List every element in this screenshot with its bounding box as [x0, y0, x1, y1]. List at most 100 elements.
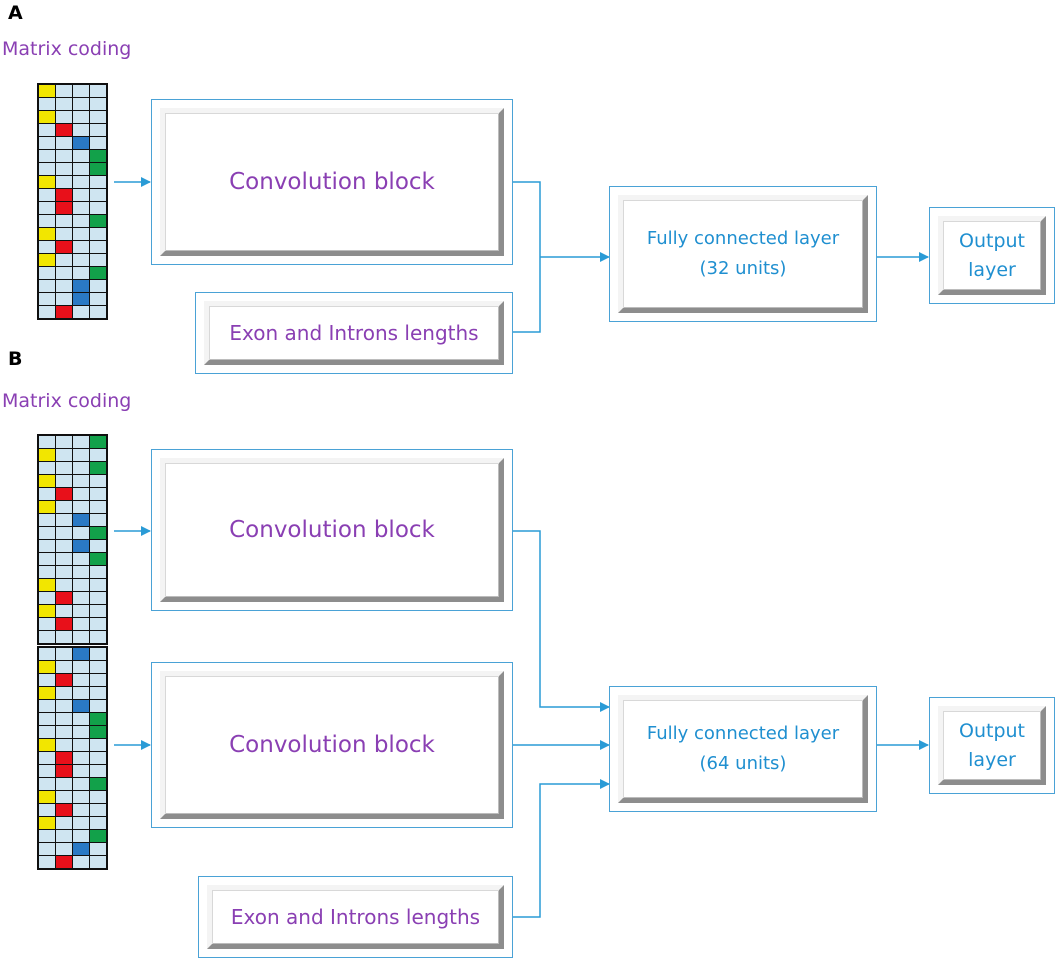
matrix-cell [73, 124, 89, 136]
matrix-cell [39, 488, 55, 500]
matrix-cell [90, 618, 106, 630]
matrix-cell [56, 150, 72, 162]
output-layer-b-text: Output layer [938, 706, 1046, 785]
matrix-cell [39, 674, 55, 686]
matrix-cell [73, 778, 89, 790]
matrix-cell [73, 293, 89, 305]
matrix-cell [90, 739, 106, 751]
matrix-cell [56, 488, 72, 500]
matrix-cell [39, 592, 55, 604]
matrix-cell [56, 791, 72, 803]
convolution-block-a-label: Convolution block [160, 108, 504, 256]
matrix-cell [39, 765, 55, 777]
matrix-cell [90, 475, 106, 487]
matrix-cell [39, 843, 55, 855]
matrix-cell [56, 306, 72, 318]
matrix-cell [73, 163, 89, 175]
matrix-cell [90, 843, 106, 855]
matrix-cell [39, 687, 55, 699]
matrix-cell [90, 163, 106, 175]
matrix-cell [90, 778, 106, 790]
matrix-cell [39, 700, 55, 712]
matrix-cell [39, 778, 55, 790]
matrix-cell [39, 215, 55, 227]
matrix-cell [56, 514, 72, 526]
matrix-cell [90, 700, 106, 712]
matrix-cell [56, 254, 72, 266]
matrix-cell [90, 137, 106, 149]
matrix-cell [73, 648, 89, 660]
matrix-cell [90, 540, 106, 552]
matrix-cell [73, 843, 89, 855]
matrix-cell [73, 98, 89, 110]
matrix-cell [90, 726, 106, 738]
matrix-cell [56, 856, 72, 868]
matrix-cell [56, 631, 72, 643]
matrix-cell [90, 449, 106, 461]
matrix-cell [73, 765, 89, 777]
matrix-cell [39, 527, 55, 539]
matrix-cell [90, 687, 106, 699]
matrix-cell [73, 514, 89, 526]
matrix-cell [73, 449, 89, 461]
matrix-cell [90, 605, 106, 617]
matrix-cell [39, 631, 55, 643]
matrix-cell [90, 501, 106, 513]
matrix-cell [90, 267, 106, 279]
matrix-cell [73, 726, 89, 738]
matrix-cell [73, 462, 89, 474]
exon-introns-lengths-b: Exon and Introns lengths [198, 876, 513, 958]
matrix-cell [39, 241, 55, 253]
fc-b-units: (64 units) [699, 753, 787, 774]
output-a-line1: Output [959, 229, 1025, 252]
matrix-cell [39, 150, 55, 162]
matrix-cell [39, 280, 55, 292]
matrix-cell [39, 752, 55, 764]
matrix-cell [39, 306, 55, 318]
matrix-cell [73, 306, 89, 318]
matrix-cell [39, 462, 55, 474]
matrix-cell [73, 137, 89, 149]
matrix-cell [73, 566, 89, 578]
matrix-cell [39, 449, 55, 461]
matrix-cell [73, 527, 89, 539]
matrix-cell [56, 843, 72, 855]
matrix-cell [39, 501, 55, 513]
matrix-cell [73, 752, 89, 764]
matrix-cell [73, 150, 89, 162]
matrix-cell [90, 150, 106, 162]
matrix-cell [90, 293, 106, 305]
matrix-cell [56, 124, 72, 136]
matrix-cell [39, 817, 55, 829]
output-layer-a-text: Output layer [938, 216, 1046, 295]
matrix-cell [73, 687, 89, 699]
matrix-cell [73, 215, 89, 227]
matrix-cell [90, 631, 106, 643]
matrix-cell [39, 618, 55, 630]
matrix-cell [56, 778, 72, 790]
convolution-block-b2: Convolution block [151, 662, 513, 828]
matrix-cell [56, 752, 72, 764]
matrix-cell [39, 661, 55, 673]
matrix-cell [56, 280, 72, 292]
matrix-cell [39, 202, 55, 214]
matrix-cell [73, 700, 89, 712]
output-b-line2: layer [968, 748, 1016, 771]
matrix-cell [90, 752, 106, 764]
matrix-cell [73, 830, 89, 842]
fully-connected-layer-b-text: Fully connected layer (64 units) [618, 695, 868, 803]
matrix-cell [39, 436, 55, 448]
matrix-cell [73, 241, 89, 253]
exon-introns-lengths-a: Exon and Introns lengths [195, 292, 513, 374]
matrix-coding-grid-b2 [37, 646, 108, 870]
matrix-cell [90, 176, 106, 188]
matrix-cell [56, 293, 72, 305]
matrix-cell [73, 605, 89, 617]
matrix-cell [90, 306, 106, 318]
output-layer-a: Output layer [929, 207, 1055, 304]
connector-exon-to-fc-b [512, 779, 610, 918]
matrix-cell [56, 267, 72, 279]
matrix-cell [90, 254, 106, 266]
output-b-line1: Output [959, 719, 1025, 742]
